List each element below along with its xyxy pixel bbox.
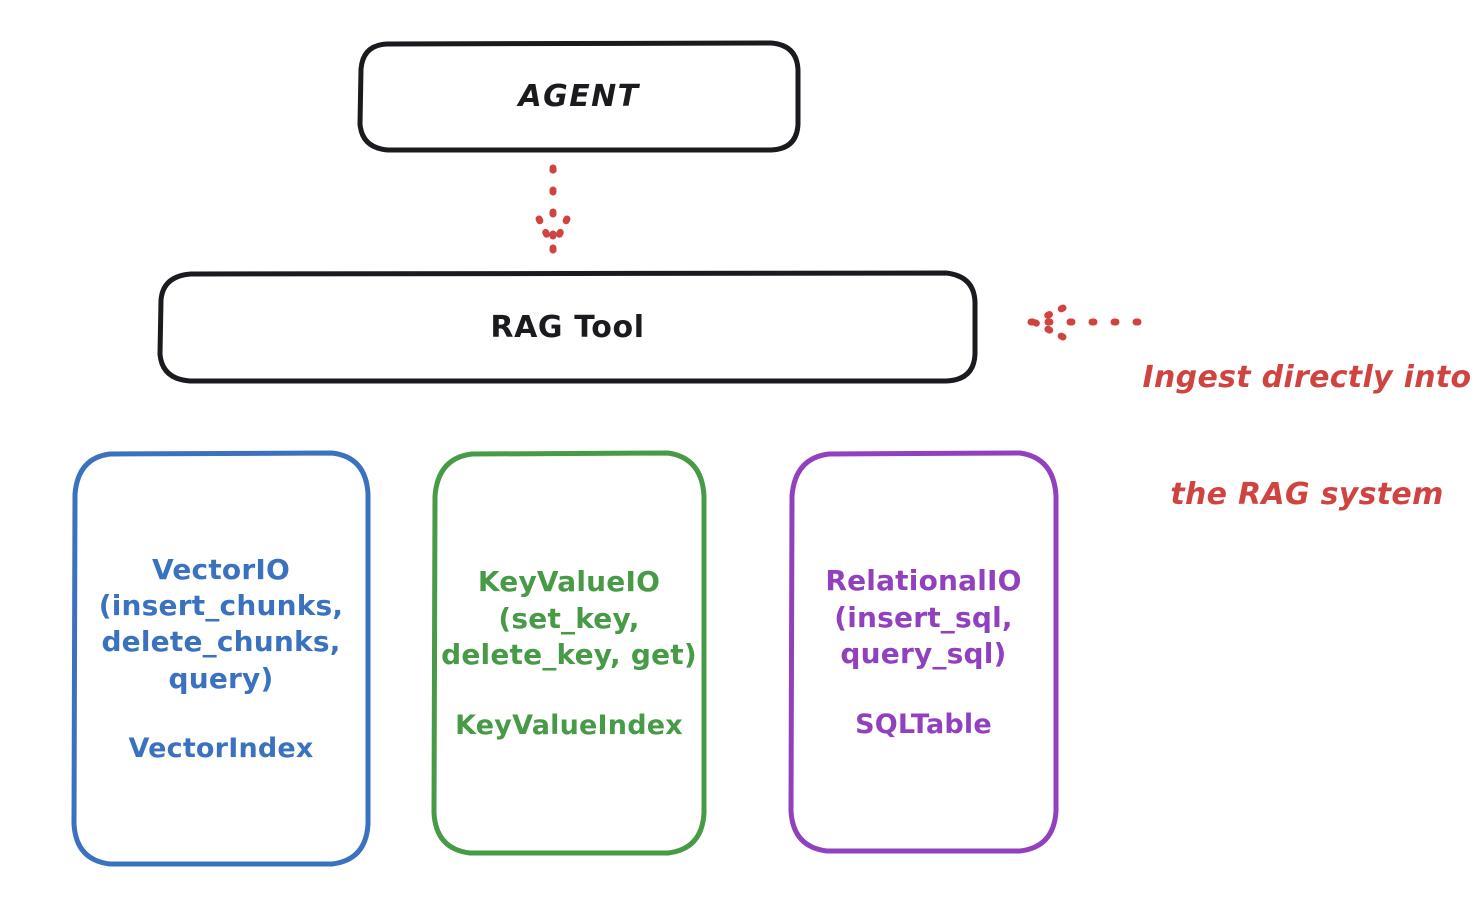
vector-io-spacer <box>80 697 362 731</box>
key-value-io-spacer <box>440 674 698 708</box>
rag-tool-label-stack: RAG Tool <box>157 308 978 347</box>
node-rag-tool[interactable]: RAG Tool <box>157 270 978 384</box>
node-relational-io[interactable]: RelationalIO (insert_sql, query_sql) SQL… <box>787 450 1060 855</box>
relational-io-api-line1: RelationalIO <box>825 564 1022 598</box>
vector-io-label-stack: VectorIO (insert_chunks, delete_chunks, … <box>70 552 372 767</box>
key-value-io-api-line1: KeyValueIO <box>477 565 661 599</box>
vector-io-api-line2: (insert_chunks, <box>98 589 344 623</box>
vector-io-api-line4: query) <box>168 661 274 695</box>
vector-io-index-label: VectorIndex <box>128 733 314 765</box>
relational-io-index-label: SQLTable <box>855 708 992 740</box>
relational-io-spacer <box>797 673 1050 707</box>
relational-io-label-stack: RelationalIO (insert_sql, query_sql) SQL… <box>787 563 1060 741</box>
relational-io-api-line3: query_sql) <box>840 637 1007 671</box>
node-rag-tool-label: RAG Tool <box>490 309 645 345</box>
node-vector-io[interactable]: VectorIO (insert_chunks, delete_chunks, … <box>70 450 372 868</box>
key-value-io-label-stack: KeyValueIO (set_key, delete_key, get) Ke… <box>430 564 708 742</box>
node-agent-label: AGENT <box>518 79 640 114</box>
node-agent[interactable]: AGENT <box>357 40 801 153</box>
annotation-ingest-line1: Ingest directly into <box>1142 360 1472 395</box>
annotation-ingest-line2: the RAG system <box>1170 477 1444 512</box>
relational-io-api-line2: (insert_sql, <box>834 600 1013 634</box>
key-value-io-api-line2: (set_key, <box>498 601 640 635</box>
key-value-io-api-line3: delete_key, get) <box>441 638 697 672</box>
annotation-ingest: Ingest directly into the RAG system <box>1138 280 1476 592</box>
vector-io-api-line1: VectorIO <box>152 552 290 586</box>
node-key-value-io[interactable]: KeyValueIO (set_key, delete_key, get) Ke… <box>430 450 708 857</box>
agent-label-stack: AGENT <box>357 77 801 116</box>
key-value-io-index-label: KeyValueIndex <box>455 709 683 741</box>
vector-io-api-line3: delete_chunks, <box>101 625 341 659</box>
